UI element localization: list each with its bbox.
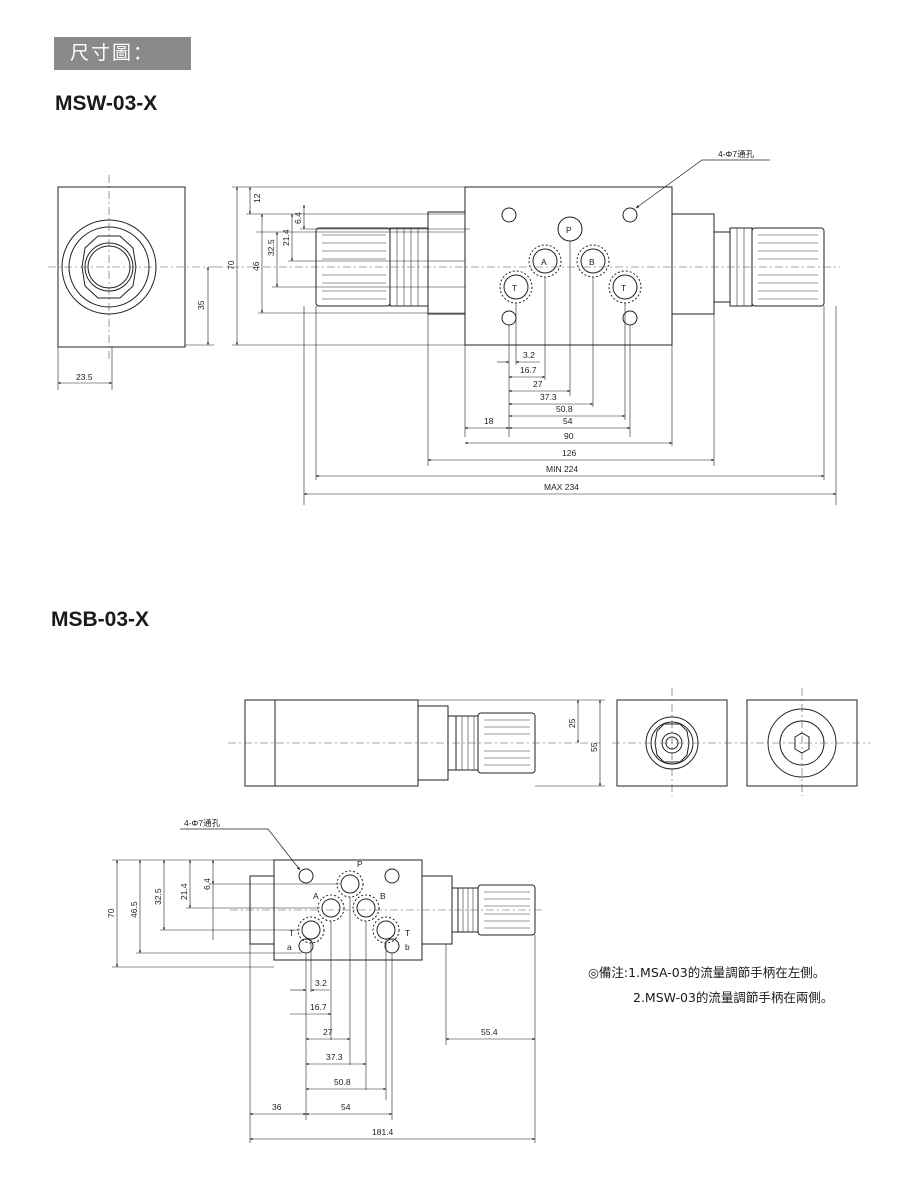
msb-port-b-small: b	[405, 942, 410, 952]
msb-hole-note: 4-Φ7通孔	[184, 818, 221, 828]
msb-port-t-right: T	[405, 928, 410, 938]
msw-dim-3-2: 3.2	[523, 350, 535, 360]
msw-dim-16-7: 16.7	[520, 365, 537, 375]
msw-dim-6-4: 6.4	[293, 212, 303, 224]
msw-dim-32-5: 32.5	[266, 239, 276, 256]
note-line-2: 2.MSW-03的流量調節手柄在兩側。	[633, 990, 834, 1005]
msw-hole-note: 4-Φ7通孔	[718, 149, 755, 159]
msb-dim-16-7: 16.7	[310, 1002, 327, 1012]
msw-port-t-left: T	[512, 283, 517, 293]
msw-dim-min224: MIN 224	[546, 464, 578, 474]
msb-port-p: P	[357, 859, 363, 869]
msb-port-b: B	[380, 891, 386, 901]
section-title: 尺寸圖：	[54, 37, 191, 70]
msb-dim-3-2: 3.2	[315, 978, 327, 988]
msw-dim-12: 12	[252, 193, 262, 203]
msb-dim-55-4: 55.4	[481, 1027, 498, 1037]
msb-dim-70: 70	[106, 908, 116, 918]
msb-dim-36: 36	[272, 1102, 282, 1112]
note-line-1: ◎備注:1.MSA-03的流量調節手柄在左側。	[588, 965, 826, 980]
msw-port-a: A	[541, 257, 547, 267]
msw-dim-46: 46	[251, 261, 261, 271]
msw-dim-35: 35	[196, 300, 206, 310]
msb-dim-46-5: 46.5	[129, 901, 139, 918]
msb-port-holes	[297, 868, 400, 954]
msw-dim-90: 90	[564, 431, 574, 441]
msb-dim-32-5: 32.5	[153, 888, 163, 905]
msb-port-a: A	[313, 891, 319, 901]
msw-port-p: P	[566, 225, 572, 235]
msb-dim-50-8: 50.8	[334, 1077, 351, 1087]
msw-dim-70: 70	[226, 260, 236, 270]
msb-dim-54: 54	[341, 1102, 351, 1112]
msw-port-b: B	[589, 257, 595, 267]
msb-port-t-left: T	[289, 928, 294, 938]
msw-dim-50-8: 50.8	[556, 404, 573, 414]
msw-dim-max234: MAX 234	[544, 482, 579, 492]
msb-port-a-small: a	[287, 942, 292, 952]
msw-side-view	[315, 186, 825, 346]
msw-dim-23-5: 23.5	[76, 372, 93, 382]
msw-dim-27: 27	[533, 379, 543, 389]
msw-port-t-right: T	[621, 283, 626, 293]
msb-dim-25: 25	[567, 718, 577, 728]
msb-dim-55: 55	[589, 742, 599, 752]
model-title-msb: MSB-03-X	[51, 608, 150, 631]
msw-dim-37-3: 37.3	[540, 392, 557, 402]
msw-dim-21-4: 21.4	[281, 229, 291, 246]
msb-dim-21-4: 21.4	[179, 883, 189, 900]
msb-dim-6-4: 6.4	[202, 878, 212, 890]
msb-dim-181-4: 181.4	[372, 1127, 394, 1137]
msw-dim-54: 54	[563, 416, 573, 426]
model-title-msw: MSW-03-X	[55, 92, 158, 115]
msw-dim-126: 126	[562, 448, 576, 458]
msw-dim-18: 18	[484, 416, 494, 426]
msb-dim-27: 27	[323, 1027, 333, 1037]
msb-dim-37-3: 37.3	[326, 1052, 343, 1062]
